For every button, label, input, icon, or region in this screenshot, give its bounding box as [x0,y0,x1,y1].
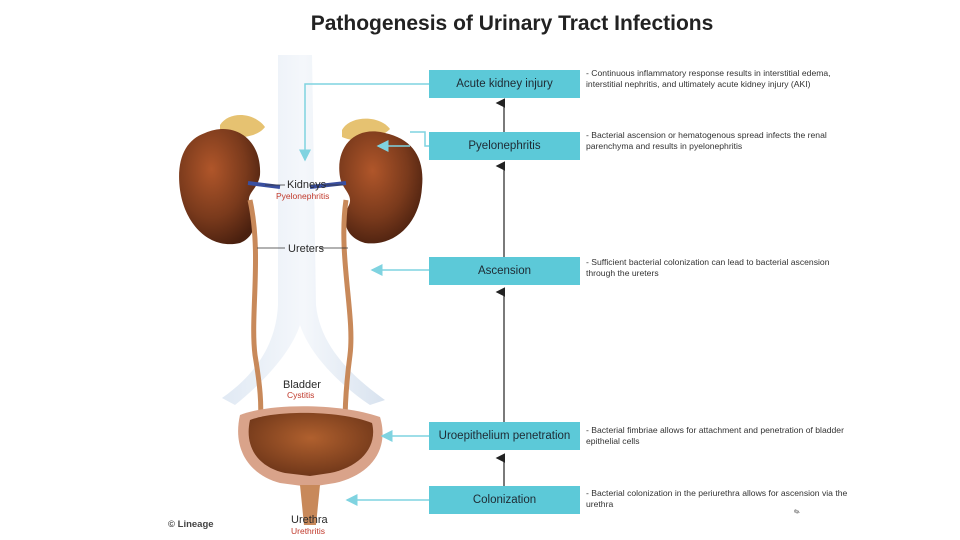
stage-box-ascension: Ascension [429,257,580,285]
stage-desc-colonization: - Bacterial colonization in the periuret… [586,488,848,509]
right-kidney [339,131,423,244]
stage-box-acute-kidney-injury: Acute kidney injury [429,70,580,98]
stage-desc-uroepithelium-penetration: - Bacterial fimbriae allows for attachme… [586,425,844,446]
page-title: Pathogenesis of Urinary Tract Infections [310,12,714,35]
cystitis-sublabel: Cystitis [287,390,315,400]
bladder-lumen [248,412,374,476]
stage-box-uroepithelium-penetration: Uroepithelium penetration [429,422,580,450]
pyelonephritis-connector [410,131,429,147]
kidneys-label: Kidneys [287,179,327,191]
credit-label: © Lineage [168,519,214,530]
left-renal-vessels [247,181,281,189]
urethra [300,485,320,525]
left-ureter [247,199,264,426]
stage-desc-pyelonephritis: - Bacterial ascension or hematogenous sp… [586,130,827,151]
right-ureter [341,199,354,426]
urethra-label: Urethra [291,514,328,526]
left-kidney [179,129,261,245]
stage-box-colonization: Colonization [429,486,580,514]
stage-box-pyelonephritis: Pyelonephritis [429,132,580,160]
urethritis-sublabel: Urethritis [291,526,326,536]
stage-desc-ascension: - Sufficient bacterial colonization can … [586,257,830,278]
pyelonephritis-sublabel: Pyelonephritis [276,191,330,201]
stage-desc-acute-kidney-injury: - Continuous inflammatory response resul… [586,68,831,89]
aki-connector [299,83,429,162]
urinary-tract-illustration [179,55,423,525]
ureters-label: Ureters [288,243,325,255]
bladder-label: Bladder [283,379,321,391]
aorta [222,55,385,405]
